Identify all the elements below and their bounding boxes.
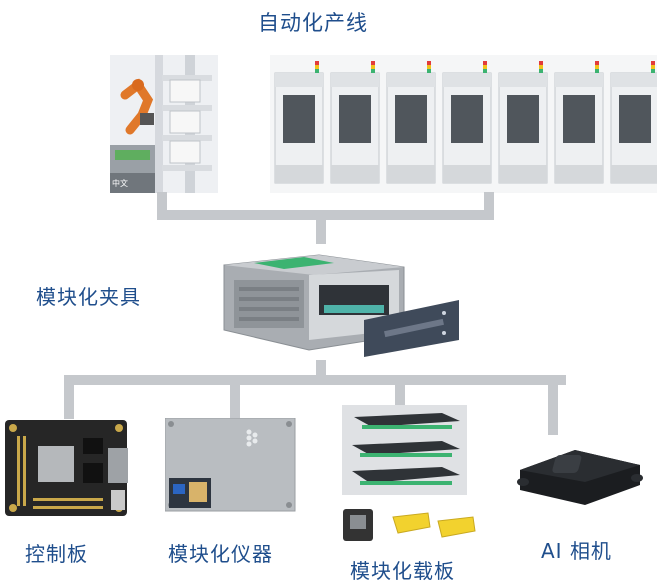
connector-to-control-board	[64, 375, 74, 419]
robot-cell-photo: 中文	[110, 55, 218, 193]
connector-line-to-fixture	[316, 218, 326, 244]
control-board-label: 控制板	[25, 542, 88, 566]
modular-fixture-image	[214, 245, 464, 360]
connector-to-instrument	[230, 375, 240, 419]
connector-to-camera	[548, 375, 558, 435]
instrument-module-image	[164, 417, 297, 513]
connector-fixture-down	[316, 360, 326, 382]
connector-to-carrier	[395, 375, 405, 405]
test-cabinet	[554, 61, 604, 184]
test-cabinet	[498, 61, 548, 184]
production-line-label: 自动化产线	[258, 11, 368, 35]
test-cabinets-photo	[270, 55, 657, 193]
connector-children-bar	[64, 375, 566, 385]
connector-line-right	[484, 192, 494, 220]
connector-line-bar	[157, 210, 494, 220]
control-board-image	[3, 418, 133, 518]
test-cabinet	[610, 61, 657, 184]
test-cabinet	[330, 61, 380, 184]
test-cabinet	[442, 61, 492, 184]
carrier-board-label: 模块化载板	[350, 559, 455, 583]
test-cabinet	[274, 61, 324, 184]
ai-camera-label: AI 相机	[541, 539, 612, 563]
carrier-parts-image	[338, 505, 478, 545]
ai-camera-image	[515, 430, 645, 510]
fixture-label: 模块化夹具	[36, 285, 141, 309]
carrier-board-stack-image	[342, 405, 467, 495]
connector-line-left	[157, 192, 167, 220]
instrument-module-label: 模块化仪器	[168, 542, 273, 566]
test-cabinet	[386, 61, 436, 184]
photo-caption: 中文	[112, 179, 128, 188]
